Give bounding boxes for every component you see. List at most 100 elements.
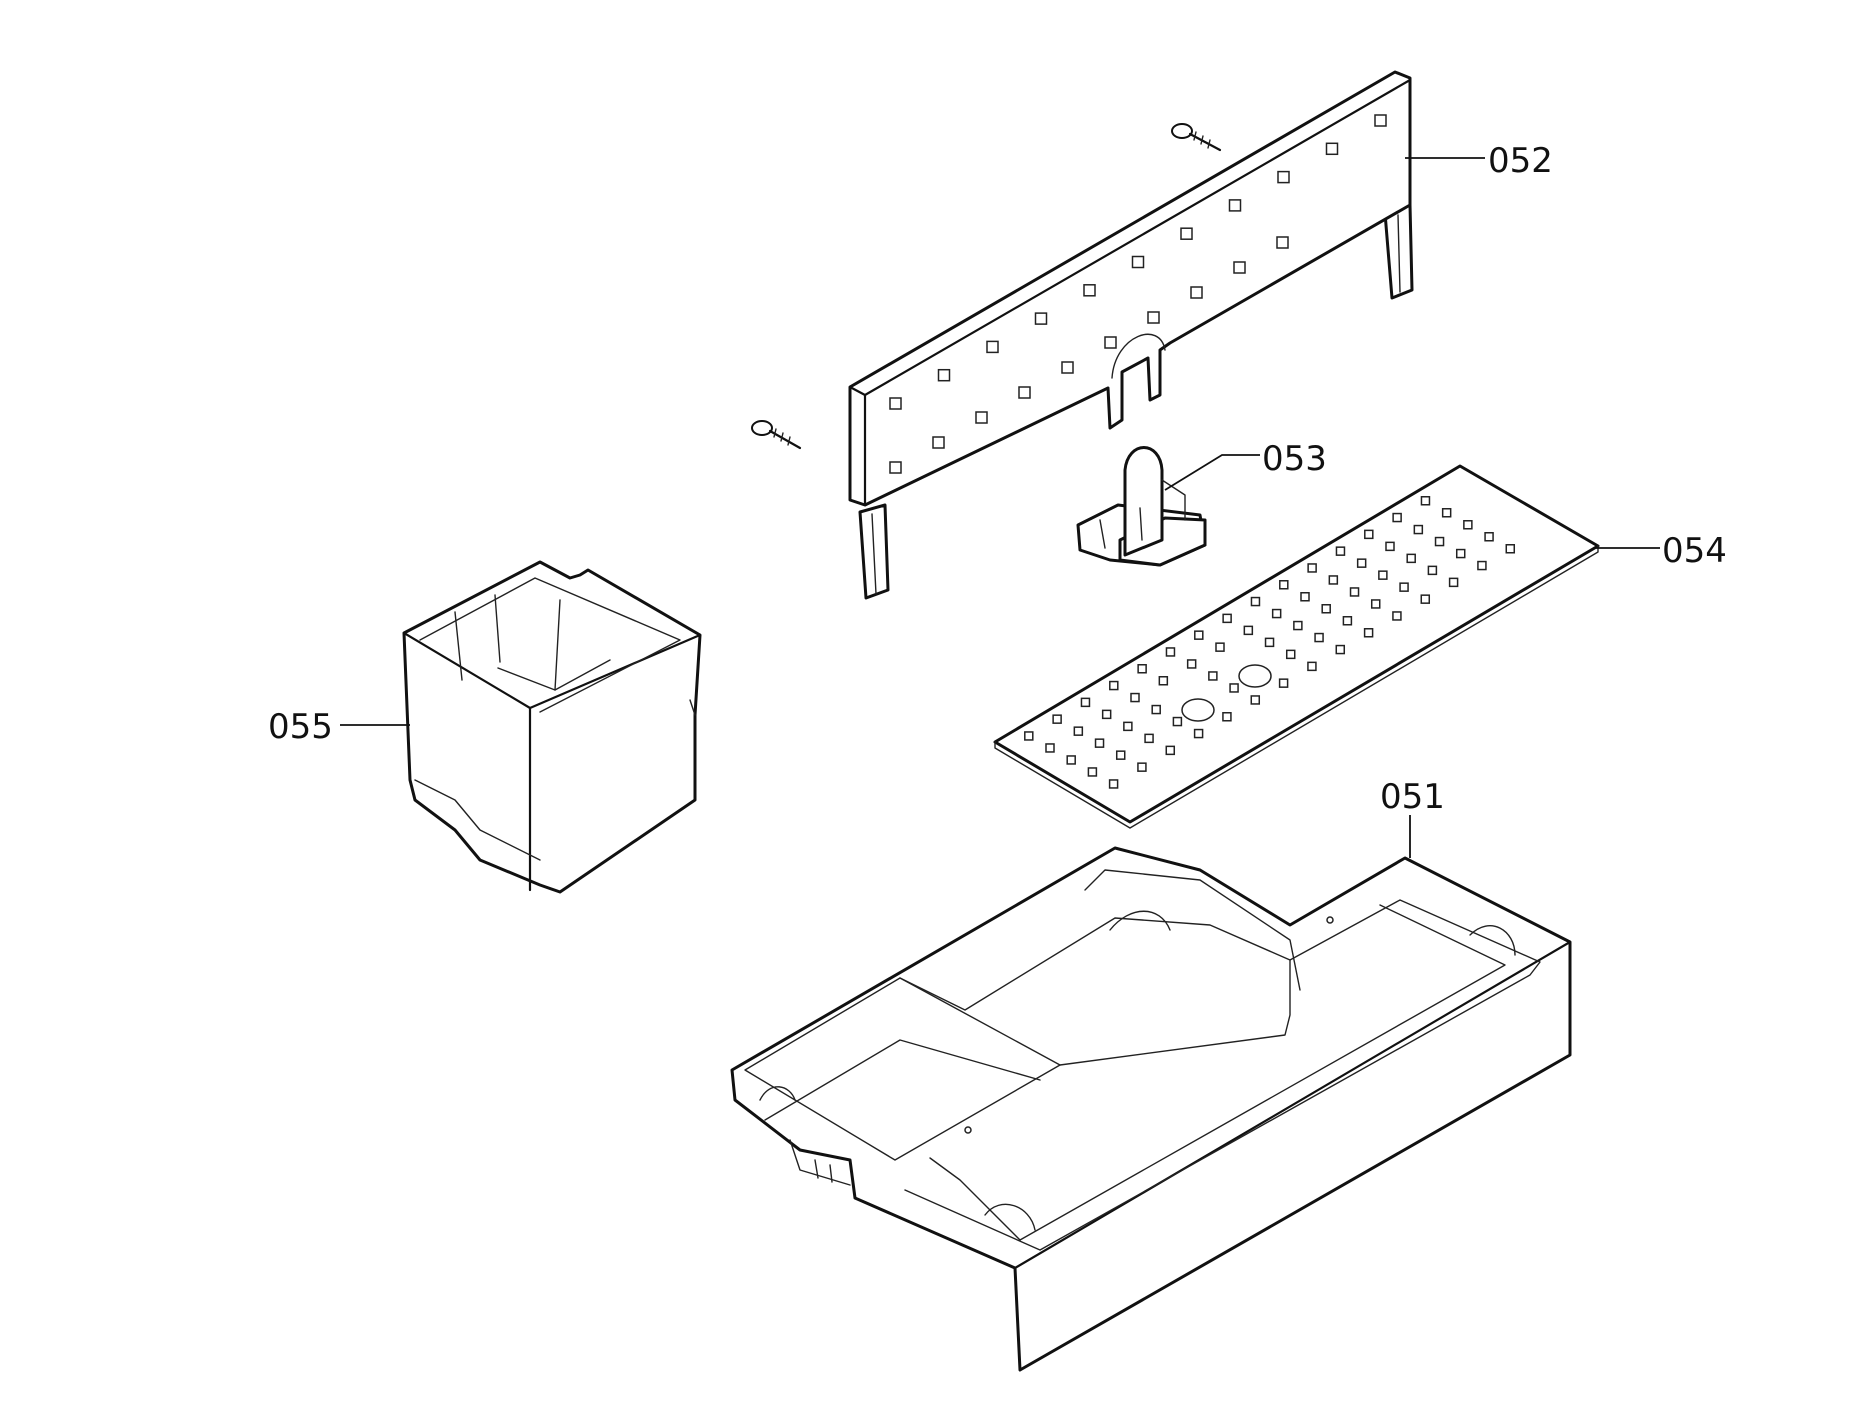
perforation-hole [1215, 642, 1225, 652]
perforation-hole [1250, 695, 1261, 705]
perforation-hole [1180, 227, 1193, 240]
perforation-hole [1208, 671, 1218, 681]
perforation-hole [1165, 647, 1176, 657]
perforation-hole [1137, 762, 1147, 772]
perforation-hole [1018, 386, 1031, 399]
perforation-hole [1484, 532, 1494, 542]
perforation-hole [1392, 512, 1402, 523]
callout-053: 053 [1164, 439, 1327, 491]
perforation-hole [1314, 632, 1324, 643]
perforation-hole [1228, 199, 1242, 212]
perforation-hole [1293, 620, 1303, 631]
perforation-hole [1108, 779, 1119, 789]
perforation-hole [1172, 716, 1183, 727]
perforation-hole [1385, 541, 1395, 552]
perforation-hole [1427, 565, 1438, 576]
callout-label-051: 051 [1380, 777, 1445, 817]
perforation-hole [1052, 714, 1062, 724]
perforation-hole [937, 368, 951, 382]
screw-lower [751, 420, 802, 450]
perforation-hole [1463, 520, 1473, 530]
perforation-hole [1300, 592, 1310, 602]
perforation-hole [1279, 580, 1289, 590]
perforation-hole [1356, 558, 1367, 568]
perforation-hole [1448, 577, 1459, 588]
callout-051: 051 [1380, 777, 1445, 858]
part-054-mat [993, 464, 1600, 829]
perforation-hole [1229, 683, 1239, 693]
part-051-tray [730, 846, 1572, 1372]
perforation-hole [1222, 613, 1232, 624]
perforation-hole [1307, 661, 1317, 672]
perforation-hole [1066, 755, 1076, 765]
perforation-hole [1342, 616, 1353, 626]
perforation-hole [1328, 575, 1339, 585]
perforation-hole [1024, 731, 1034, 741]
perforation-hole [1130, 692, 1140, 703]
perforation-hole [1115, 750, 1126, 760]
perforation-hole [1194, 630, 1204, 640]
perforation-hole [1434, 536, 1445, 547]
perforation-hole [1190, 286, 1203, 299]
perforation-hole [1477, 560, 1487, 571]
perforation-hole [1045, 743, 1055, 753]
perforation-hole [1378, 570, 1388, 580]
callout-label-052: 052 [1488, 141, 1553, 181]
perforation-hole [1420, 594, 1431, 604]
callout-label-055: 055 [268, 707, 333, 747]
perforation-hole [1364, 529, 1374, 540]
callout-055: 055 [268, 707, 410, 747]
perforation-hole [1335, 546, 1346, 556]
perforation-hole [1087, 767, 1098, 777]
perforation-hole [1374, 114, 1387, 127]
callout-label-054: 054 [1662, 531, 1727, 571]
perforation-hole [1034, 312, 1048, 325]
perforation-hole [1420, 496, 1431, 506]
perforation-hole [1137, 664, 1147, 674]
perforation-hole [1406, 553, 1416, 564]
perforation-hole [1370, 599, 1381, 609]
perforation-hole [1335, 644, 1346, 655]
perforation-hole [1147, 311, 1160, 324]
perforation-hole [1455, 548, 1466, 559]
perforation-hole [1144, 733, 1154, 744]
perforation-hole [1165, 745, 1176, 756]
perforation-hole [889, 397, 902, 410]
perforation-hole [1109, 680, 1119, 691]
perforation-hole [1083, 284, 1096, 297]
perforation-hole [1271, 608, 1282, 619]
perforation-hole [1325, 142, 1339, 156]
perforation-hole [889, 461, 902, 474]
part-052-panel [848, 70, 1414, 600]
perforation-hole [1073, 726, 1084, 736]
part-055-bin [402, 560, 702, 894]
perforation-hole [1441, 508, 1452, 518]
perforation-hole [1505, 544, 1516, 554]
callout-054: 054 [1596, 531, 1727, 571]
perforation-hole [1264, 637, 1275, 648]
callout-052: 052 [1405, 141, 1553, 181]
perforation-hole [1061, 361, 1074, 374]
perforation-hole [1250, 596, 1261, 607]
perforation-hole [1276, 236, 1289, 249]
perforation-hole [1193, 728, 1204, 739]
screw-upper [1171, 123, 1222, 152]
perforation-hole [1104, 336, 1117, 349]
perforation-hole [1186, 659, 1197, 669]
perforation-hole [1080, 697, 1091, 708]
part-053-clip [1076, 446, 1207, 567]
perforation-hole [1123, 721, 1133, 732]
perforation-hole [1413, 524, 1424, 535]
perforation-hole [1307, 563, 1317, 573]
perforation-hole [1158, 676, 1169, 686]
perforation-hole [1222, 712, 1232, 722]
perforation-hole [1277, 170, 1290, 184]
perforation-hole [932, 436, 945, 449]
perforation-hole [1392, 611, 1402, 621]
perforation-hole [1243, 625, 1254, 636]
perforation-hole [1233, 261, 1246, 274]
perforation-hole [1349, 587, 1360, 597]
perforation-hole [1363, 628, 1374, 638]
perforation-hole [1285, 649, 1296, 660]
